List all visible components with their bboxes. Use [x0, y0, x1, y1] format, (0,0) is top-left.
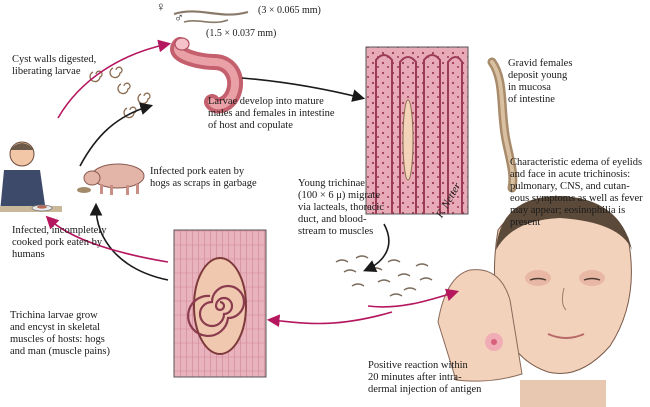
- intestine-illustration: [170, 37, 244, 114]
- adult-female-worm: [173, 10, 249, 16]
- male-symbol: ♂: [174, 10, 184, 25]
- arrow-migration-to-muscle: [266, 311, 393, 328]
- arrow-muscle-to-human: [45, 215, 169, 263]
- edema-symptoms-label: Characteristic edema of eyelids and face…: [510, 157, 643, 228]
- larvae-develop-label: Larvae develop into mature males and fem…: [208, 96, 335, 131]
- young-trichinae: [335, 255, 433, 297]
- male-size-label: (1.5 × 0.037 mm): [206, 28, 277, 39]
- female-size-label: (3 × 0.065 mm): [258, 5, 321, 16]
- man-eating-illustration: [0, 141, 62, 212]
- muscle-panel: [173, 229, 267, 378]
- arrow-muscle-to-pig: [89, 202, 169, 281]
- gravid-female-worm: [487, 57, 518, 193]
- infected-humans-label: Infected, incompletely cooked pork eaten…: [12, 225, 107, 260]
- encyst-muscles-label: Trichina larvae grow and encyst in skele…: [10, 310, 111, 357]
- intestinal-mucosa-panel: [365, 46, 469, 215]
- positive-reaction-label: Positive reaction within 20 minutes afte…: [368, 360, 482, 395]
- infected-pork-hogs-label: Infected pork eaten by hogs as scraps in…: [150, 166, 257, 189]
- arrow-mucosa-to-migration: [363, 223, 390, 272]
- arrow-migration-to-skin: [367, 288, 460, 308]
- female-symbol: ♀: [156, 0, 166, 14]
- gravid-females-label: Gravid females deposit young in mucosa o…: [508, 58, 573, 105]
- adult-male-worm: [183, 19, 229, 24]
- arrow-intestine-to-mucosa: [241, 77, 366, 102]
- pig-illustration: [77, 163, 145, 195]
- lifecycle-arrows: [45, 39, 460, 328]
- patient-face-illustration: [493, 196, 632, 407]
- liberated-larvae-spirals: [89, 66, 151, 119]
- young-trichinae-label: Young trichinae (100 × 6 μ) migrate via …: [298, 178, 384, 237]
- arrow-ingestion-to-intestine: [57, 39, 172, 119]
- arrow-pig-to-intestine: [79, 102, 154, 167]
- cyst-digested-label: Cyst walls digested, liberating larvae: [12, 54, 97, 77]
